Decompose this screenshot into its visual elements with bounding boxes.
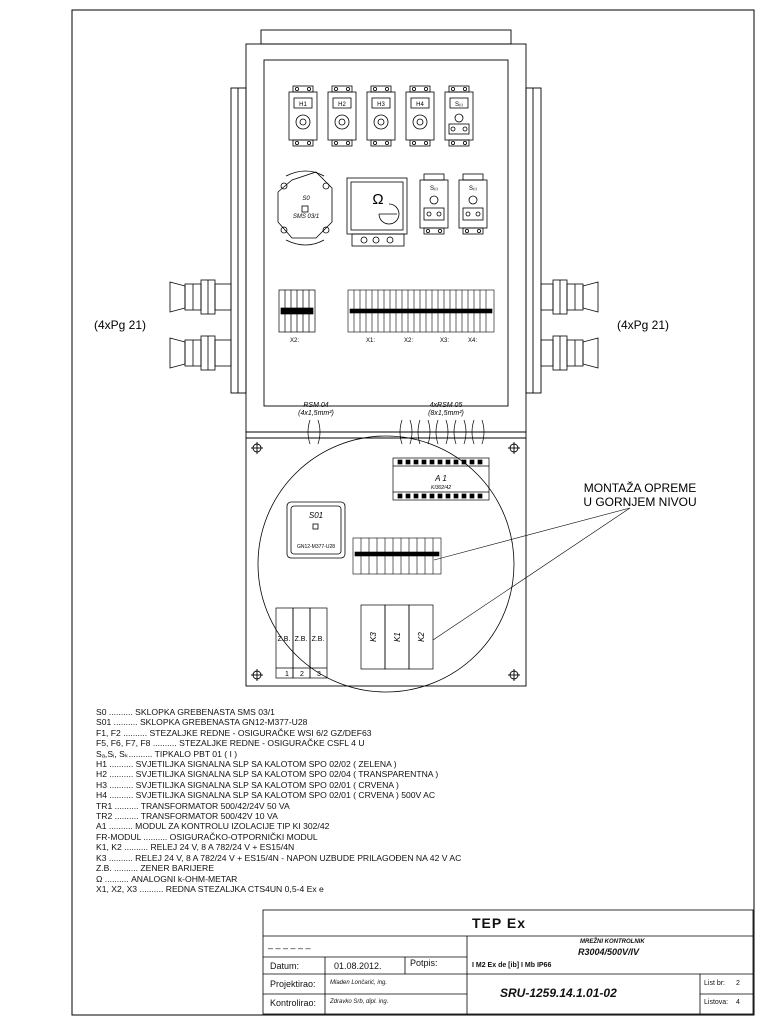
rsm05-section: (8x1,5mm²) [428, 410, 464, 417]
pushbutton-top-label: S₍ᵢ₎ [455, 102, 463, 108]
list-label: List br: [704, 980, 726, 987]
legend-line: Ω .......... ANALOGNI k-OHM-METAR [96, 873, 238, 884]
potpis-label: Potpis: [410, 958, 438, 968]
pushbutton-mid2-label: S₍ᵢ₎ [469, 186, 477, 192]
list-value: 2 [736, 980, 740, 987]
legend-line: FR-MODUL .......... OSIGURAČKO-OTPORNIČK… [96, 831, 318, 842]
datum-label: Datum: [270, 961, 300, 971]
cable-glands-left [169, 279, 232, 371]
montaza-label-line2: U GORNJEM NIVOU [583, 495, 696, 509]
kontrolirao-label: Kontrolirao: [270, 998, 317, 1008]
legend-line: K3 .......... RELEJ 24 V, 8 A 782/24 V +… [96, 852, 462, 863]
datum-value: 01.08.2012. [334, 961, 382, 971]
terminal-x4-label: X4: [468, 338, 477, 344]
legend-line: TR2 .......... TRANSFORMATOR 500/42V 10 … [96, 811, 278, 822]
signal-lamps [288, 85, 474, 147]
legend-line: H3 .......... SVJETILJKA SIGNALNA SLP SA… [96, 779, 399, 790]
lamp-h4-label: H4 [416, 102, 424, 108]
legend-line: H4 .......... SVJETILJKA SIGNALNA SLP SA… [96, 790, 436, 801]
legend-line: H1 .......... SVJETILJKA SIGNALNA SLP SA… [96, 759, 397, 770]
switch-s0 [277, 170, 333, 246]
lamp-h2-label: H2 [338, 102, 346, 108]
leader-lines [432, 507, 631, 641]
a1-sublabel: KI302/42 [431, 485, 451, 491]
kontrolirao-value: Zdravko Srb, dipl. ing. [330, 999, 389, 1005]
legend-line: S0 .......... SKLOPKA GREBENASTA SMS 03/… [96, 707, 275, 717]
lamp-h1 [288, 85, 318, 147]
company-logo: TEP Ex [472, 915, 526, 931]
legend-line: S01 .......... SKLOPKA GREBENASTA GN12-M… [96, 717, 308, 728]
rsm04-section: (4x1,5mm²) [298, 410, 334, 417]
glands-left-label: (4xPg 21) [94, 318, 146, 332]
zb3-label: Z.B. [312, 636, 325, 643]
pushbutton-mid1-label: S₍ᵢ₎ [430, 186, 438, 192]
lower-enclosure [245, 431, 527, 687]
terminal-rail-left [278, 289, 316, 333]
legend-line: H2 .......... SVJETILJKA SIGNALNA SLP SA… [96, 769, 439, 780]
lamp-h2 [327, 85, 357, 147]
legend-line: A1 .......... MODUL ZA KONTROLU IZOLACIJ… [96, 821, 330, 832]
s01-label: S01 [309, 511, 323, 520]
zb1-number: 1 [285, 671, 289, 678]
drawing-number: SRU-1259.14.1.01-02 [500, 986, 617, 1000]
terminal-x3-label: X3: [440, 338, 449, 344]
ohmmeter [346, 177, 408, 247]
lamp-h3 [366, 85, 396, 147]
pushbutton-top [444, 85, 474, 147]
relays [360, 604, 434, 670]
glands-right-label: (4xPg 21) [617, 318, 669, 332]
ex-marking: I M2 Ex de [ib] I Mb IP66 [472, 962, 552, 969]
relay-k2-label: K2 [417, 632, 426, 642]
module-a1 [392, 457, 490, 501]
legend-line: Sₐ,Sᵢ, Sₖ.......... TIPKALO PBT 01 ( I ) [96, 748, 238, 759]
sms-label: SMS 03/1 [293, 214, 319, 220]
lamp-h4 [405, 85, 435, 147]
legend-line: K1, K2 .......... RELEJ 24 V, 8 A 782/24… [96, 842, 295, 853]
ohm-symbol: Ω [372, 191, 383, 208]
cable-glands-right [540, 279, 599, 371]
listova-label: Listova: [704, 999, 729, 1006]
terminal-x1-label: X1: [366, 338, 375, 344]
product-title: MREŽNI KONTROLNIK [580, 939, 645, 945]
zener-barriers [275, 607, 328, 679]
upper-level-circle [257, 435, 515, 693]
rsm05-label: 4xRSM 05 [430, 402, 463, 409]
terminal-x2a-label: X2: [290, 338, 299, 344]
terminal-x2b-label: X2: [404, 338, 413, 344]
terminal-strip-lower [352, 537, 442, 575]
revision-dashes: – – – – – – [268, 943, 311, 953]
product-code: R3004/500V/IV [578, 947, 640, 957]
zb2-number: 2 [300, 671, 304, 678]
relay-k1-label: K1 [393, 632, 402, 642]
legend-line: F5, F6, F7, F8 .......... STEZALJKE REDN… [96, 738, 365, 749]
legend-line: TR1 .......... TRANSFORMATOR 500/42/24V … [96, 800, 290, 811]
zb2-label: Z.B. [295, 636, 308, 643]
projektirao-label: Projektirao: [270, 979, 316, 989]
zb3-number: 3 [317, 671, 321, 678]
projektirao-value: Mladen Lončarić, ing. [330, 980, 388, 986]
switch-s01 [286, 501, 346, 559]
zb1-label: Z.B. [278, 636, 291, 643]
legend-line: Z.B. .......... ZENER BARIJERE [96, 863, 214, 874]
montaza-label-line1: MONTAŽA OPREME [584, 480, 696, 495]
title-block-grid [262, 909, 754, 1015]
drawing-frame [71, 9, 755, 1016]
pushbuttons-mid [419, 173, 488, 235]
s01-sublabel: GN12-M377-U28 [297, 544, 335, 550]
terminal-rail-right [347, 289, 495, 333]
listova-value: 4 [736, 999, 740, 1006]
legend: S0 .......... SKLOPKA GREBENASTA SMS 03/… [96, 707, 656, 894]
s0-label: S0 [302, 196, 310, 202]
legend-line: X1, X2, X3 .......... REDNA STEZALJKA CT… [96, 883, 324, 894]
legend-line: F1, F2 .......... STEZALJKE REDNE - OSIG… [96, 727, 372, 738]
upper-enclosure [230, 29, 542, 433]
lamp-h1-label: H1 [299, 102, 307, 108]
a1-label: A 1 [434, 474, 447, 483]
relay-k3-label: K3 [369, 632, 378, 642]
rsm04-label: RSM 04 [303, 402, 328, 409]
lamp-h3-label: H3 [377, 102, 385, 108]
